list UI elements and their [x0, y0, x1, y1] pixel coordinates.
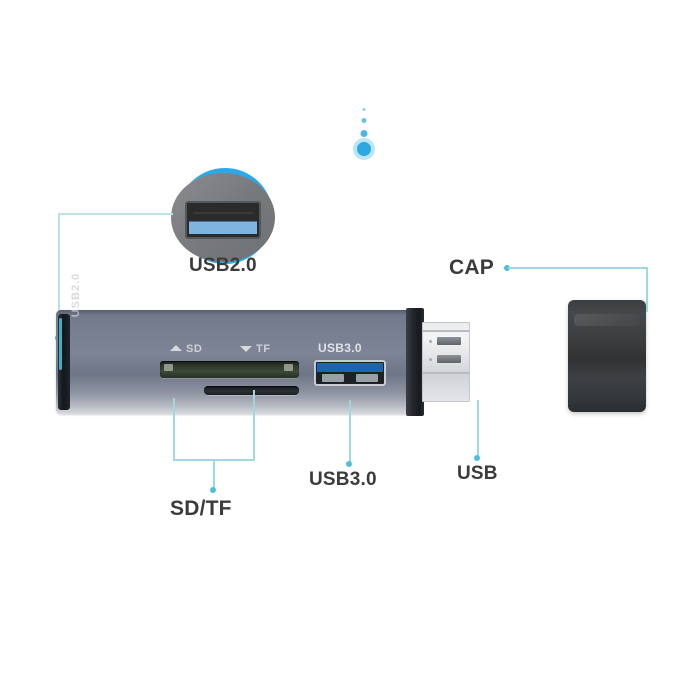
connector-contact-upper: [437, 337, 461, 345]
dot-medium-icon: [361, 118, 367, 123]
usb-a-connector: [422, 322, 470, 402]
tf-card-slot: [204, 386, 299, 395]
label-cap: CAP: [449, 256, 494, 279]
triangle-down-icon: [240, 346, 252, 352]
dot-xlarge-icon: [357, 142, 371, 156]
protective-cap: [568, 300, 646, 412]
leader-sdtf-stem: [213, 459, 215, 489]
usb3-contact-right: [356, 374, 378, 382]
slot-label-sd: SD: [186, 343, 203, 355]
connector-contact-lower: [437, 355, 461, 363]
sd-slot-pin-right: [284, 364, 293, 371]
leader-dot-usb3: [346, 461, 352, 467]
card-reader-device: USB2.0 SD TF USB3.0: [56, 273, 470, 416]
device-brand-text: USB2.0: [70, 272, 82, 318]
usb3-port: [314, 360, 386, 386]
leader-cap-horizontal: [508, 267, 648, 269]
leader-cap-vertical: [646, 267, 648, 312]
connector-hole-upper: [429, 340, 432, 343]
label-usb2: USB2.0: [189, 255, 257, 276]
usb-port-icon: [185, 201, 261, 239]
dot-large-icon: [360, 130, 368, 137]
usb-port-blade: [189, 221, 257, 234]
leader-usb2-vertical: [58, 213, 60, 318]
usb3-blue-insert: [317, 363, 383, 372]
device-usb3-label: USB3.0: [318, 341, 362, 355]
device-bezel: [406, 308, 424, 416]
leader-usb3-vertical: [349, 400, 351, 463]
leader-tf-vertical: [253, 390, 255, 460]
label-usb: USB: [457, 463, 498, 484]
slot-label-tf: TF: [256, 343, 271, 355]
sd-slot-pin-left: [164, 364, 173, 371]
usb2-magnifier: [171, 166, 279, 274]
connector-seam-mid: [423, 372, 469, 374]
triangle-up-icon: [170, 345, 182, 351]
usb2-disc: [171, 173, 275, 262]
leader-sd-vertical: [173, 398, 175, 460]
decorative-dot-chain: [352, 108, 376, 158]
connector-seam-low: [423, 378, 469, 380]
leader-usb-vertical: [477, 400, 479, 457]
device-side-port-highlight: [59, 318, 62, 370]
device-top-edge: [56, 310, 408, 315]
leader-dot-cap: [504, 265, 510, 271]
connector-hole-lower: [429, 358, 432, 361]
leader-usb2-horizontal: [58, 213, 173, 215]
dot-small-icon: [362, 108, 366, 111]
label-sdtf: SD/TF: [170, 497, 232, 520]
usb3-contact-left: [322, 374, 344, 382]
usb-port-slit: [193, 212, 253, 214]
sd-card-slot: [160, 361, 299, 378]
leader-dot-usb: [474, 455, 480, 461]
cap-highlight: [574, 314, 640, 326]
label-usb3: USB3.0: [309, 469, 377, 490]
connector-seam-top: [423, 330, 469, 332]
leader-dot-sdtf: [210, 487, 216, 493]
